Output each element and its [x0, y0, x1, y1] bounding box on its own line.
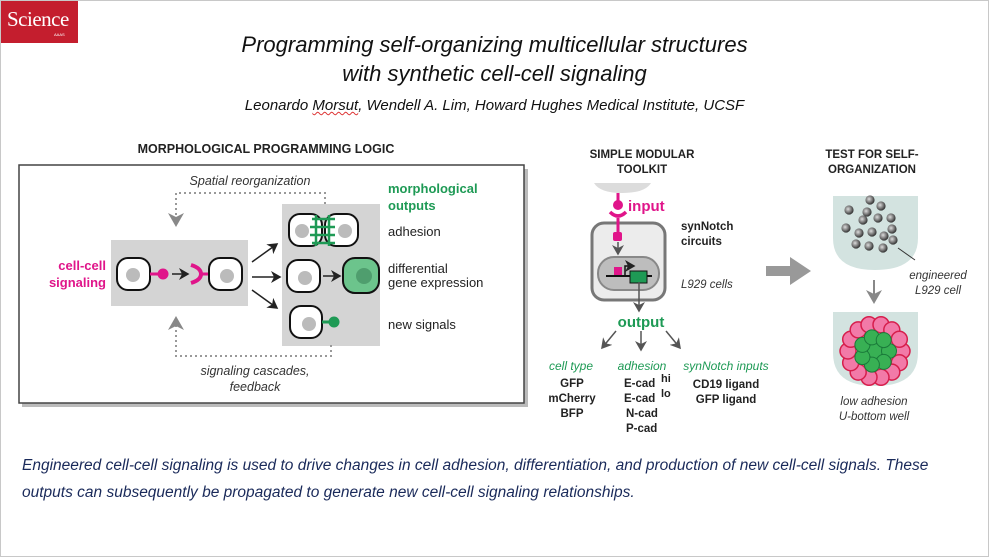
cell-icon	[858, 215, 868, 225]
synnotch-input-item: GFP ligand	[696, 394, 757, 406]
feedback-label-2: feedback	[230, 380, 281, 394]
test-title-2: ORGANIZATION	[828, 164, 916, 176]
circuit-label-1: synNotch	[681, 221, 733, 233]
cell-icon	[888, 235, 898, 245]
arrow-to-adhesion	[251, 243, 279, 263]
category-synnotch-inputs: synNotch inputs	[683, 359, 768, 373]
spatial-label: Spatial reorganization	[190, 174, 311, 188]
feedback-label-1: signaling cascades,	[200, 364, 309, 378]
adhesion-molecules-icon	[310, 215, 335, 246]
spatial-loop-arrow	[168, 192, 326, 227]
logic-title: MORPHOLOGICAL PROGRAMMING LOGIC	[138, 142, 395, 156]
logic-panel-box	[18, 164, 525, 404]
big-gray-arrow	[766, 257, 811, 285]
test-title-1: TEST FOR SELF-	[825, 149, 918, 161]
input-ligand-icon	[613, 200, 623, 210]
authors: Leonardo Morsut, Wendell A. Lim, Howard …	[0, 97, 989, 114]
adhesion-item: E-cad	[624, 378, 655, 390]
inner-green-cell	[875, 332, 892, 349]
cell-label-2: L929 cell	[915, 285, 961, 297]
expression-nucleus-after	[356, 268, 372, 284]
cell-icon	[865, 195, 875, 205]
arrow-cell-type	[601, 330, 617, 350]
nucleus	[597, 256, 660, 291]
dispersed-cells	[841, 195, 898, 253]
gene-icon	[629, 270, 648, 284]
cell-icon	[878, 243, 888, 253]
promoter-icon	[614, 267, 622, 275]
synnotch-receptor-icon	[608, 210, 628, 218]
synnotch-icd-icon	[613, 232, 622, 241]
cell-icon	[887, 224, 897, 234]
toolkit-title-1: SIMPLE MODULAR	[590, 149, 695, 161]
science-logo: Science AAAS	[1, 1, 78, 43]
title-line-1: Programming self-organizing multicellula…	[241, 32, 748, 57]
author-first: Leonardo	[244, 97, 313, 114]
well-label-2: U-bottom well	[839, 411, 910, 423]
cell-line-label: L929 cells	[681, 279, 733, 291]
sender-nucleus	[126, 268, 140, 282]
outputs-title-2: outputs	[388, 198, 436, 213]
input-label: input	[628, 198, 665, 215]
slide-title: Programming self-organizing multicellula…	[0, 30, 989, 88]
receiver-nucleus	[220, 269, 234, 283]
arrow-synnotch-inputs	[665, 330, 681, 350]
synnotch-input-item: CD19 ligand	[693, 379, 759, 391]
logo-text: Science	[7, 7, 69, 31]
cell-icon	[876, 201, 886, 211]
cell-icon	[867, 227, 877, 237]
cell-icon	[851, 239, 861, 249]
authors-rest: , Wendell A. Lim, Howard Hughes Medical …	[358, 97, 745, 114]
output-label: output	[618, 314, 665, 331]
new-signal-ligand-icon	[328, 316, 340, 328]
toolkit-title-2: TOOLKIT	[617, 164, 667, 176]
outputs-title-1: morphological	[388, 181, 478, 196]
output-differential: differential	[388, 261, 448, 276]
ligand-icon	[157, 268, 169, 280]
adhesion-item: N-cad	[626, 408, 658, 420]
output-new-signals: new signals	[388, 317, 456, 332]
cell-icon	[886, 213, 896, 223]
cell-icon	[873, 213, 883, 223]
arrow-to-new-signals	[251, 289, 279, 309]
cell-type-item: BFP	[561, 408, 584, 420]
caption: Engineered cell-cell signaling is used t…	[22, 457, 929, 501]
adhesion-superscript: hi	[661, 373, 671, 385]
cell-icon	[879, 231, 889, 241]
cell-icon	[862, 207, 872, 217]
well-label-1: low adhesion	[840, 396, 907, 408]
adhesion-item: E-cad	[624, 393, 655, 405]
category-adhesion: adhesion	[618, 359, 667, 373]
expression-nucleus-before	[298, 271, 312, 285]
adhesion-item: P-cad	[626, 423, 657, 435]
self-organized-structure	[839, 315, 911, 387]
input-label-2: signaling	[49, 275, 106, 290]
sender-cell-top	[594, 183, 651, 193]
new-signal-nucleus	[302, 317, 316, 331]
cell-icon	[854, 228, 864, 238]
cell-type-item: mCherry	[548, 393, 596, 405]
title-line-2: with synthetic cell-cell signaling	[342, 61, 647, 86]
adhesion-superscript: lo	[661, 388, 671, 400]
logo-sub: AAAS	[54, 32, 65, 37]
author-surname: Morsut	[312, 97, 359, 114]
transcription-arrow-icon	[624, 260, 636, 275]
cell-label-1: engineered	[909, 270, 967, 282]
input-label-1: cell-cell	[58, 258, 106, 273]
adhesion-nucleus-a	[295, 224, 309, 238]
cell-pointer-line	[897, 247, 916, 261]
feedback-loop-arrow	[168, 316, 332, 357]
output-adhesion: adhesion	[388, 224, 441, 239]
category-cell-type: cell type	[549, 359, 593, 373]
output-gene-expression: gene expression	[388, 275, 483, 290]
cell-icon	[844, 205, 854, 215]
cell-icon	[864, 241, 874, 251]
adhesion-nucleus-b	[338, 224, 352, 238]
cell-type-item: GFP	[560, 378, 584, 390]
circuit-label-2: circuits	[681, 236, 722, 248]
cell-icon	[841, 223, 851, 233]
